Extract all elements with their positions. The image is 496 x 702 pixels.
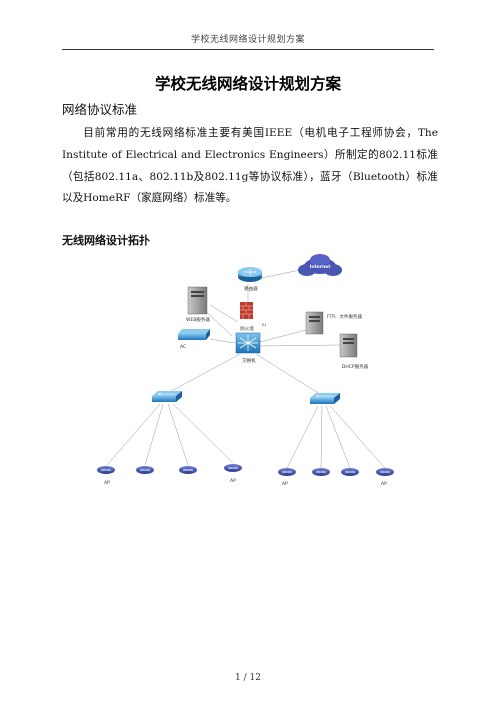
access-point-icon <box>278 468 296 476</box>
core-switch-label: 交换机 <box>242 357 256 364</box>
header-rule <box>62 49 434 50</box>
firewall-icon <box>240 302 253 319</box>
ac-label: AC <box>180 344 186 350</box>
body-paragraph: 目前常用的无线网络标准主要有美国IEEE（电机电子工程师协会，The Insti… <box>62 127 438 205</box>
router-icon <box>238 267 262 282</box>
page-header: 学校无线网络设计规划方案 <box>190 35 305 45</box>
web-server-icon <box>187 286 208 315</box>
section-heading: 网络协议标准 <box>62 102 138 117</box>
ftp-server-icon <box>305 311 324 335</box>
page-number: 1 / 12 <box>235 673 261 683</box>
internet-cloud-icon: Internet <box>298 254 342 276</box>
dhcp-server-label: DHCP服务器 <box>342 363 369 370</box>
access-point-icon <box>136 466 154 474</box>
topology-heading: 无线网络设计拓扑 <box>62 234 150 247</box>
web-server-label: WEB服务器 <box>186 316 210 323</box>
dhcp-server-icon <box>339 333 358 358</box>
links <box>106 267 386 469</box>
firewall-label: 防火墙 <box>240 325 254 332</box>
ftp-server-label: FTP、文件服务器 <box>327 313 362 320</box>
access-point-icon <box>224 464 242 472</box>
ap-label: AP <box>230 478 236 484</box>
access-point-icon <box>376 468 394 476</box>
access-point-icon <box>179 466 197 474</box>
router-label: 路由器 <box>244 285 258 292</box>
ap-label: AP <box>381 481 387 487</box>
firewall-port-label: E1 <box>262 323 266 327</box>
ap-label: AP <box>282 481 288 487</box>
access-points <box>97 464 394 476</box>
access-point-icon <box>97 466 115 474</box>
core-switch-icon <box>235 332 261 354</box>
access-switch-left-icon <box>152 391 182 402</box>
access-point-icon <box>341 468 359 476</box>
access-switch-right-icon <box>310 393 340 404</box>
ac-controller-icon <box>178 329 210 340</box>
internet-label: Internet <box>310 264 332 270</box>
ap-label: AP <box>104 480 110 486</box>
document-title: 学校无线网络设计规划方案 <box>154 75 341 93</box>
access-point-icon <box>312 468 330 476</box>
